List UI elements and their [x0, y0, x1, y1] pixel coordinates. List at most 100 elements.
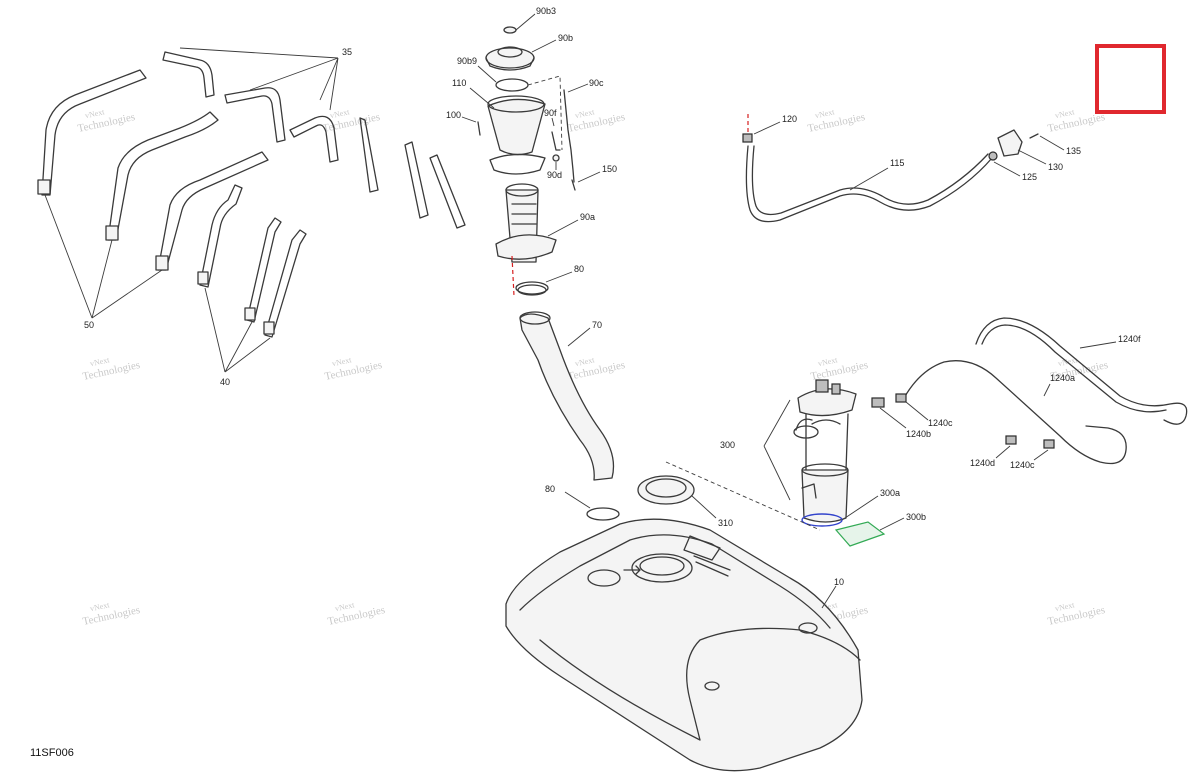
strap[interactable]	[289, 115, 339, 163]
leader-line	[44, 194, 163, 319]
mount-screw[interactable]	[1029, 133, 1039, 139]
tank-pump-opening-inner	[639, 556, 685, 576]
svg-text:vNext: vNext	[84, 107, 106, 120]
tank-top-edge	[519, 534, 831, 629]
leader-line	[753, 121, 781, 135]
strap[interactable]	[404, 141, 429, 219]
cap-seal-ring[interactable]	[495, 78, 529, 92]
hose-clamp-inner	[517, 284, 547, 296]
funnel-flange	[489, 153, 546, 175]
cap-plug[interactable]	[503, 26, 517, 34]
pump-connector	[831, 383, 841, 395]
vent-hose-inner	[751, 145, 989, 216]
pump-reservoir[interactable]	[801, 469, 849, 523]
vent-valve[interactable]	[997, 129, 1023, 157]
leader-line	[879, 517, 905, 531]
watermarks: vNext Technologies vNext Technologies vN…	[76, 107, 1109, 628]
strap[interactable]	[224, 87, 286, 143]
leader-line	[763, 399, 791, 501]
svg-text:vNext: vNext	[89, 600, 111, 613]
lock-ring[interactable]	[637, 475, 695, 505]
quick-connector[interactable]	[895, 393, 907, 403]
fuel-cap-body	[485, 57, 535, 71]
strap-group: 35 50 40	[37, 47, 466, 387]
tank-side-edge	[539, 627, 861, 741]
leader-line	[477, 65, 497, 83]
filler-hose[interactable]	[519, 313, 615, 481]
funnel-rim	[487, 95, 545, 113]
leader-line	[879, 407, 907, 429]
retainer-clip[interactable]	[551, 131, 561, 151]
strap[interactable]	[264, 229, 307, 338]
part-label: 1240d	[970, 458, 995, 468]
part-label: 100	[446, 110, 461, 120]
fuel-tank[interactable]	[505, 518, 863, 772]
filler-funnel[interactable]	[487, 98, 546, 156]
leader-line	[564, 491, 591, 509]
cap-tether[interactable]	[563, 89, 575, 183]
fuel-pump-assembly: 1240f 1240a 1240c 1240b 1240d 1240c 300 …	[665, 317, 1188, 547]
leader-line	[204, 287, 271, 373]
watermark: vNext Technologies	[81, 600, 141, 628]
screw[interactable]	[477, 121, 481, 136]
part-label: 50	[84, 320, 94, 330]
rivet[interactable]	[571, 179, 576, 191]
hose-clamp[interactable]	[515, 281, 549, 295]
strap-clip	[155, 255, 169, 271]
pump-flange[interactable]	[797, 388, 857, 417]
fuel-fitting[interactable]	[1005, 435, 1017, 445]
strap[interactable]	[41, 69, 147, 196]
leader-line	[545, 271, 573, 283]
vent-hose[interactable]	[745, 145, 993, 223]
svg-text:vNext: vNext	[814, 107, 836, 120]
filler-flange[interactable]	[495, 234, 557, 260]
strap[interactable]	[199, 184, 243, 288]
leader-line	[179, 47, 339, 111]
strap[interactable]	[246, 217, 282, 323]
fuel-line[interactable]	[975, 317, 1188, 425]
part-label: 300	[720, 440, 735, 450]
retainer-nut[interactable]	[552, 154, 560, 162]
svg-text:vNext: vNext	[817, 355, 839, 368]
strap[interactable]	[157, 151, 269, 271]
part-label: 80	[545, 484, 555, 494]
svg-text:vNext: vNext	[89, 355, 111, 368]
part-label: 35	[342, 47, 352, 57]
watermark: vNext Technologies	[81, 355, 141, 383]
part-label: 1240c	[928, 418, 953, 428]
svg-text:vNext: vNext	[331, 355, 353, 368]
part-label: 130	[1048, 162, 1063, 172]
part-label: 110	[452, 78, 466, 88]
part-label: 90b3	[536, 6, 556, 16]
tank-label-area	[683, 535, 731, 577]
part-label: 150	[602, 164, 617, 174]
tank-vent-port	[798, 622, 818, 634]
quick-connector[interactable]	[1043, 439, 1055, 449]
hose-clamp[interactable]	[586, 507, 620, 521]
diagram-code: 11SF006	[30, 747, 74, 759]
part-label: 90d	[547, 170, 562, 180]
leader-line	[1039, 135, 1065, 151]
leader-line	[1043, 383, 1051, 397]
strap[interactable]	[359, 117, 379, 193]
part-label: 300a	[880, 488, 900, 498]
fuel-tank-assembly: 310 10	[505, 475, 863, 772]
pump-float-arm	[793, 425, 819, 439]
strap[interactable]	[107, 111, 219, 241]
pump-reservoir-top	[801, 463, 849, 477]
svg-text:vNext: vNext	[574, 107, 596, 120]
part-label: 1240b	[906, 429, 931, 439]
part-label: 90b	[558, 33, 573, 43]
quick-connector[interactable]	[871, 397, 885, 408]
strap-clip	[105, 225, 119, 241]
strap[interactable]	[162, 51, 215, 98]
fuel-cap[interactable]	[485, 47, 535, 69]
watermark: vNext Technologies	[806, 107, 866, 135]
part-label: 1240a	[1050, 373, 1075, 383]
fuel-filter-sock[interactable]	[834, 521, 886, 547]
svg-text:vNext: vNext	[1054, 600, 1076, 613]
vent-fitting[interactable]	[742, 133, 753, 143]
strap[interactable]	[429, 154, 466, 229]
fuel-line[interactable]	[903, 360, 1127, 465]
